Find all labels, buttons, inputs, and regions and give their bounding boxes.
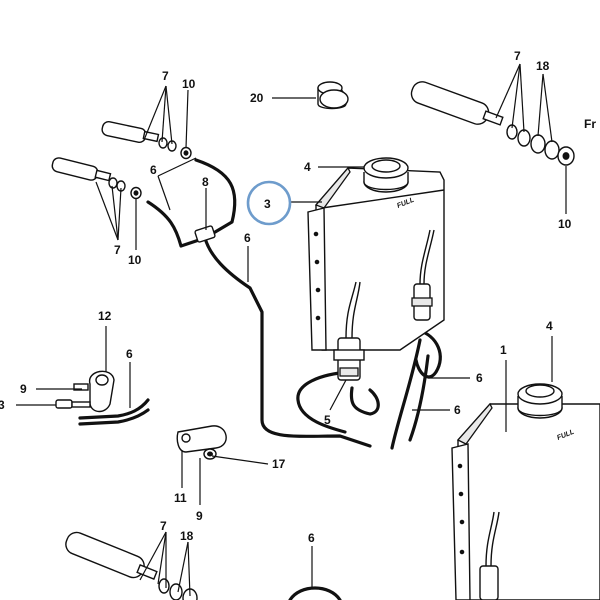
label-5: 5 bbox=[324, 413, 331, 427]
nozzle-assembly-bottom-left bbox=[65, 531, 198, 600]
t-piece bbox=[194, 225, 216, 243]
label-9-left: 9 bbox=[20, 382, 27, 396]
label-1: 1 bbox=[500, 343, 507, 357]
hose-network bbox=[78, 158, 442, 450]
label-7-mid-left: 7 bbox=[114, 243, 121, 257]
cap-part-20 bbox=[317, 81, 349, 110]
washer-reservoir-main: FULL bbox=[307, 157, 445, 381]
label-10-right: 10 bbox=[558, 217, 572, 231]
label-6-left: 6 bbox=[126, 347, 133, 361]
label-10-mid-left: 10 bbox=[128, 253, 142, 267]
label-4-right: 4 bbox=[546, 319, 553, 333]
label-6-bottom: 6 bbox=[308, 531, 315, 545]
cut-off-label: Fr bbox=[584, 117, 596, 131]
label-6-right-lower: 6 bbox=[454, 403, 461, 417]
label-13-partial: 3 bbox=[0, 398, 5, 412]
label-11: 11 bbox=[174, 491, 187, 505]
label-20: 20 bbox=[250, 91, 264, 105]
label-12: 12 bbox=[98, 309, 112, 323]
label-7-top-right: 7 bbox=[514, 49, 521, 63]
hose-bottom-fragment bbox=[288, 586, 342, 600]
hose-clamp-12 bbox=[55, 370, 115, 413]
bracket-clamp-11 bbox=[176, 425, 227, 460]
label-18-top-right: 18 bbox=[536, 59, 550, 73]
label-7-bottom: 7 bbox=[160, 519, 167, 533]
nozzle-assembly-top-left bbox=[101, 120, 192, 160]
label-3: 3 bbox=[264, 197, 271, 211]
callout-labels: 7 10 6 8 7 10 20 4 3 6 7 18 10 12 6 9 3 … bbox=[0, 49, 596, 545]
label-8: 8 bbox=[202, 175, 209, 189]
leader-lines bbox=[16, 63, 567, 597]
label-9-bottom: 9 bbox=[196, 509, 203, 523]
label-6-mid: 6 bbox=[244, 231, 251, 245]
label-6-right-upper: 6 bbox=[476, 371, 483, 385]
label-6-top-left: 6 bbox=[150, 163, 157, 177]
label-17: 17 bbox=[272, 457, 286, 471]
nozzle-assembly-top-right bbox=[410, 81, 575, 166]
highlight-ring bbox=[246, 180, 292, 226]
label-7-top-left: 7 bbox=[162, 69, 169, 83]
label-4-top: 4 bbox=[304, 160, 311, 174]
label-18-bottom: 18 bbox=[180, 529, 194, 543]
washer-reservoir-second: FULL bbox=[451, 383, 600, 600]
label-10-top-left: 10 bbox=[182, 77, 196, 91]
nozzle-assembly-mid-left bbox=[51, 157, 142, 200]
